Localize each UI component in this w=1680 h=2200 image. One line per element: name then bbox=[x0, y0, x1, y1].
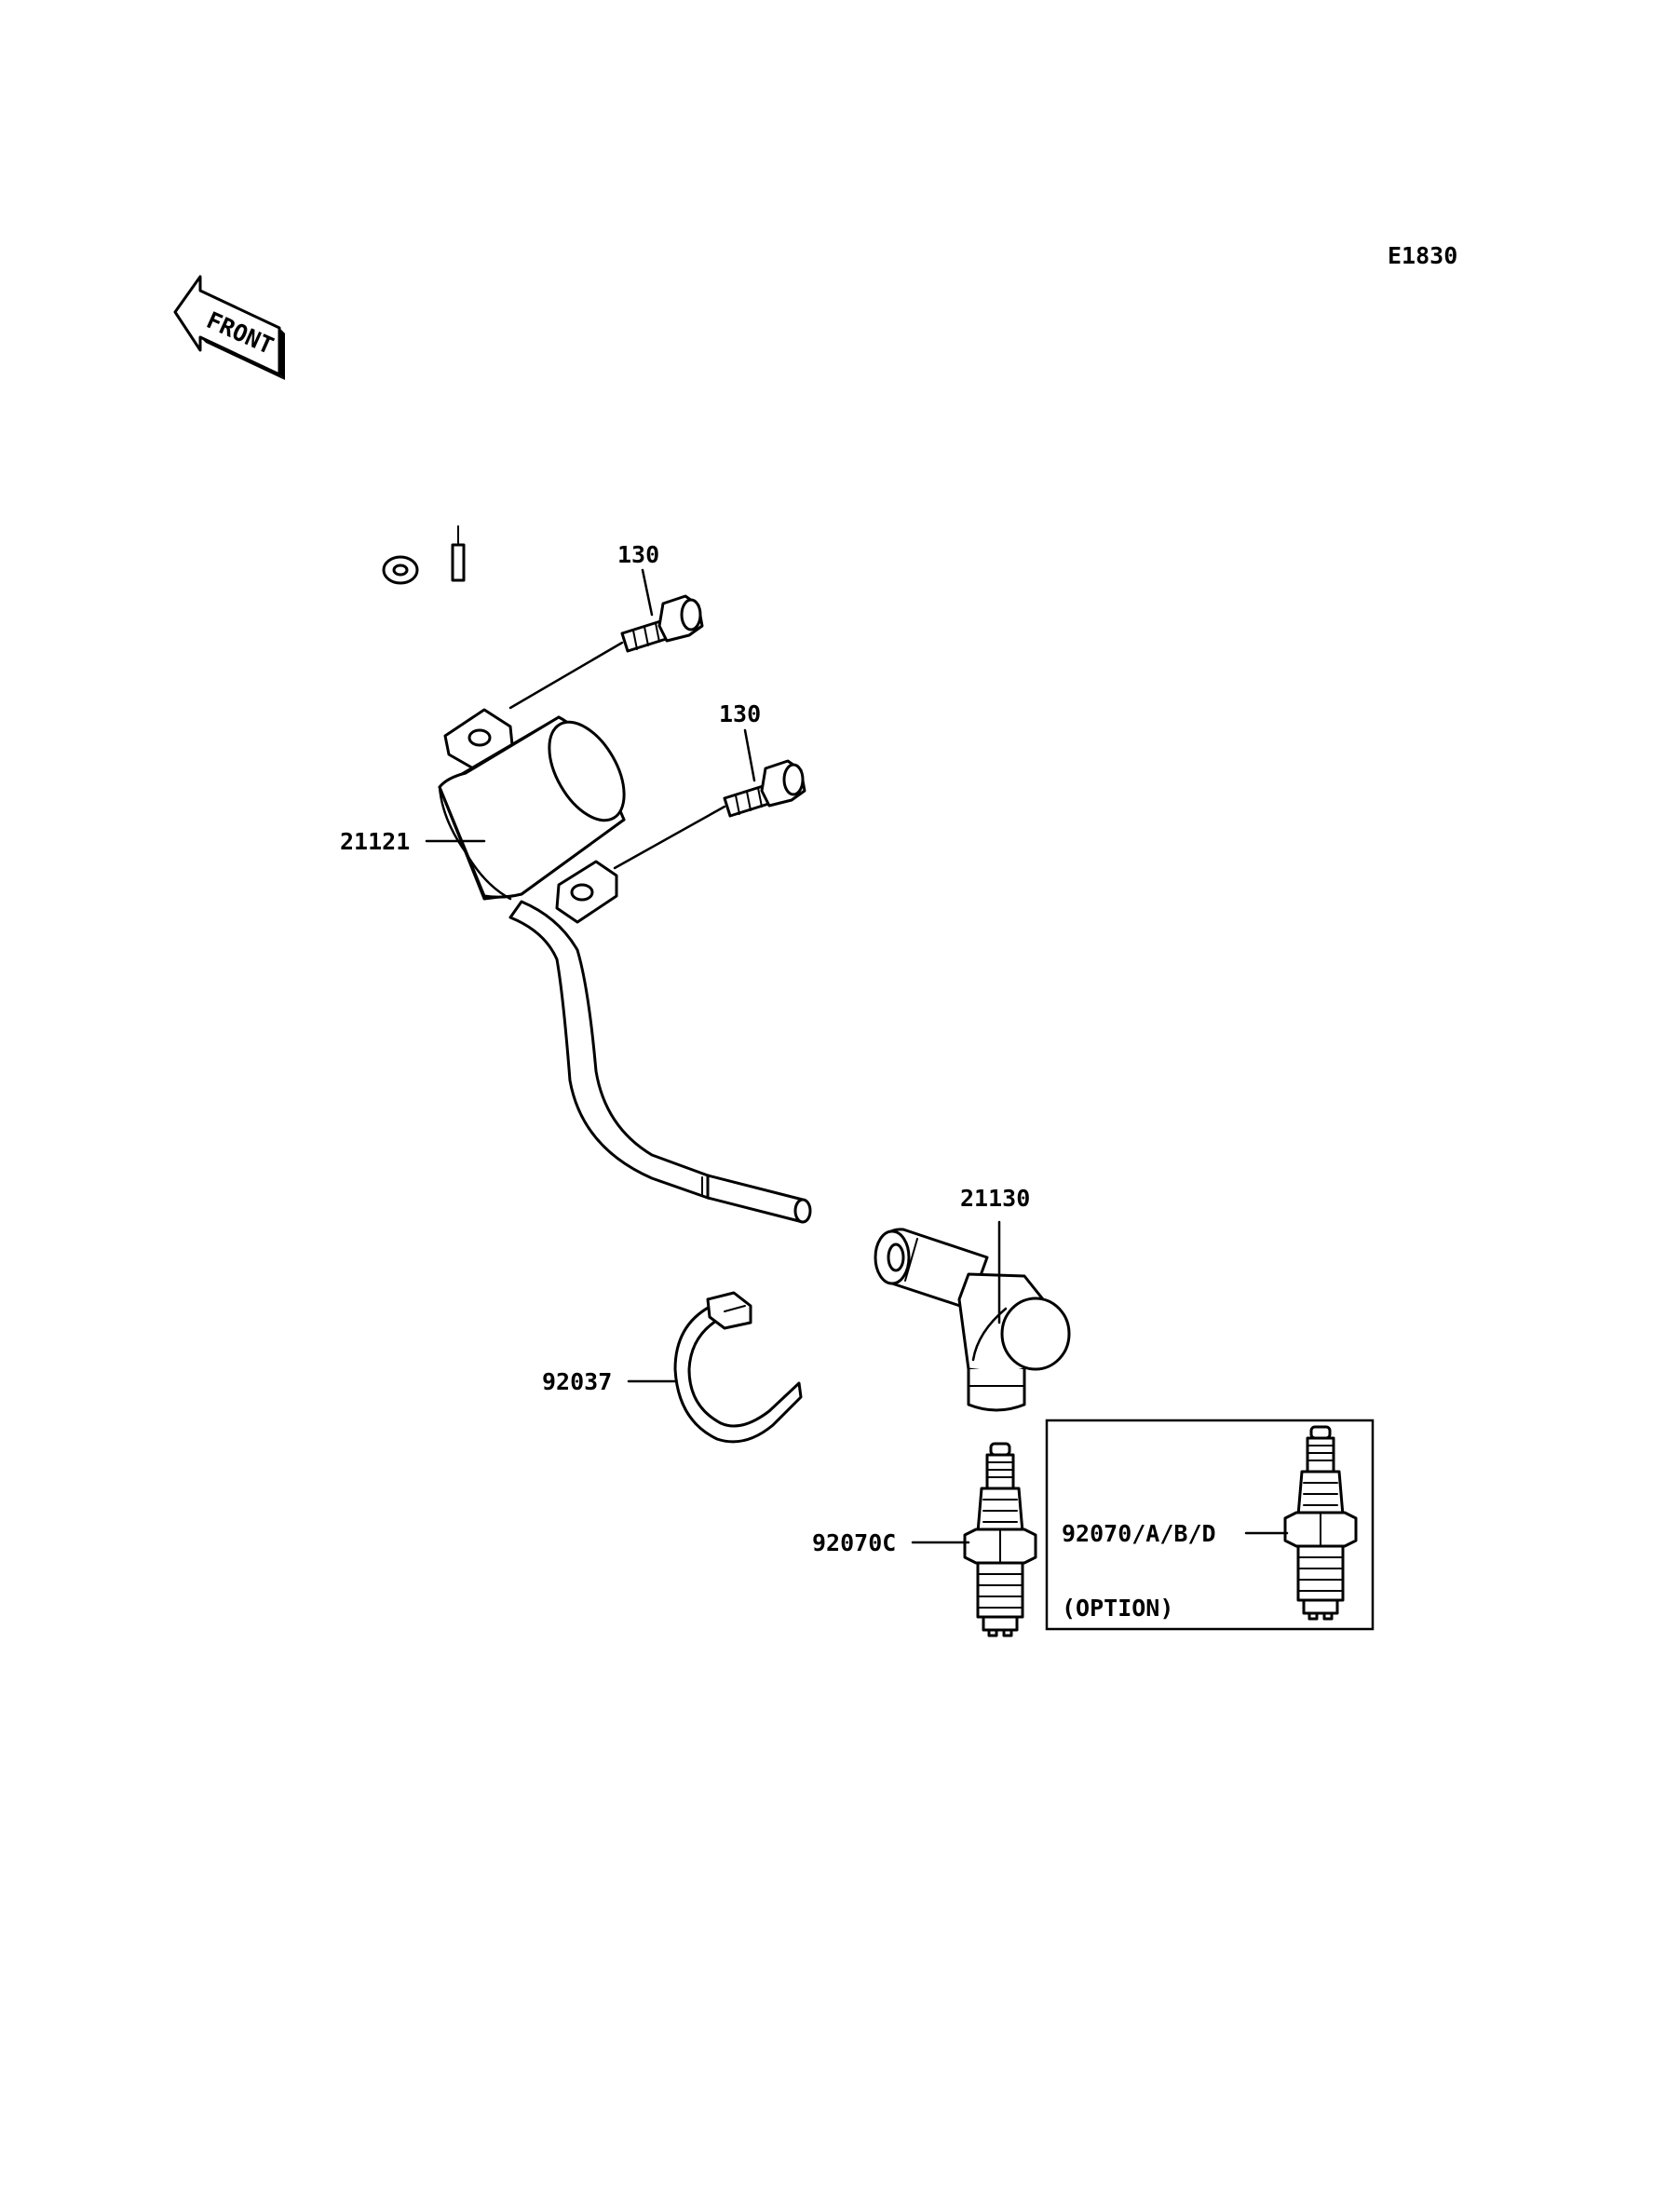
callout-ignition-coil: 21121 bbox=[340, 828, 410, 855]
option-note: (OPTION) bbox=[1062, 1595, 1173, 1622]
callout-cable-tie: 92037 bbox=[542, 1368, 612, 1395]
diagram-code: E1830 bbox=[1388, 242, 1457, 269]
callout-spark-plug-option: 92070/A/B/D bbox=[1062, 1520, 1216, 1547]
cable-tie bbox=[673, 1291, 803, 1444]
bolt-upper bbox=[620, 594, 704, 653]
callout-plug-cap: 21130 bbox=[960, 1185, 1030, 1212]
callout-bolt-lower: 130 bbox=[719, 700, 761, 727]
ignition-coil bbox=[382, 525, 812, 1224]
callout-bolt-upper: 130 bbox=[617, 541, 659, 568]
front-arrow-icon: FRONT bbox=[173, 275, 285, 380]
option-box bbox=[1045, 1419, 1375, 1631]
callout-spark-plug-standard: 92070C bbox=[812, 1529, 896, 1556]
bolt-lower bbox=[723, 759, 806, 818]
spark-plug-cap bbox=[874, 1228, 1071, 1412]
spark-plug-option bbox=[1283, 1425, 1358, 1621]
spark-plug-standard bbox=[963, 1442, 1037, 1637]
